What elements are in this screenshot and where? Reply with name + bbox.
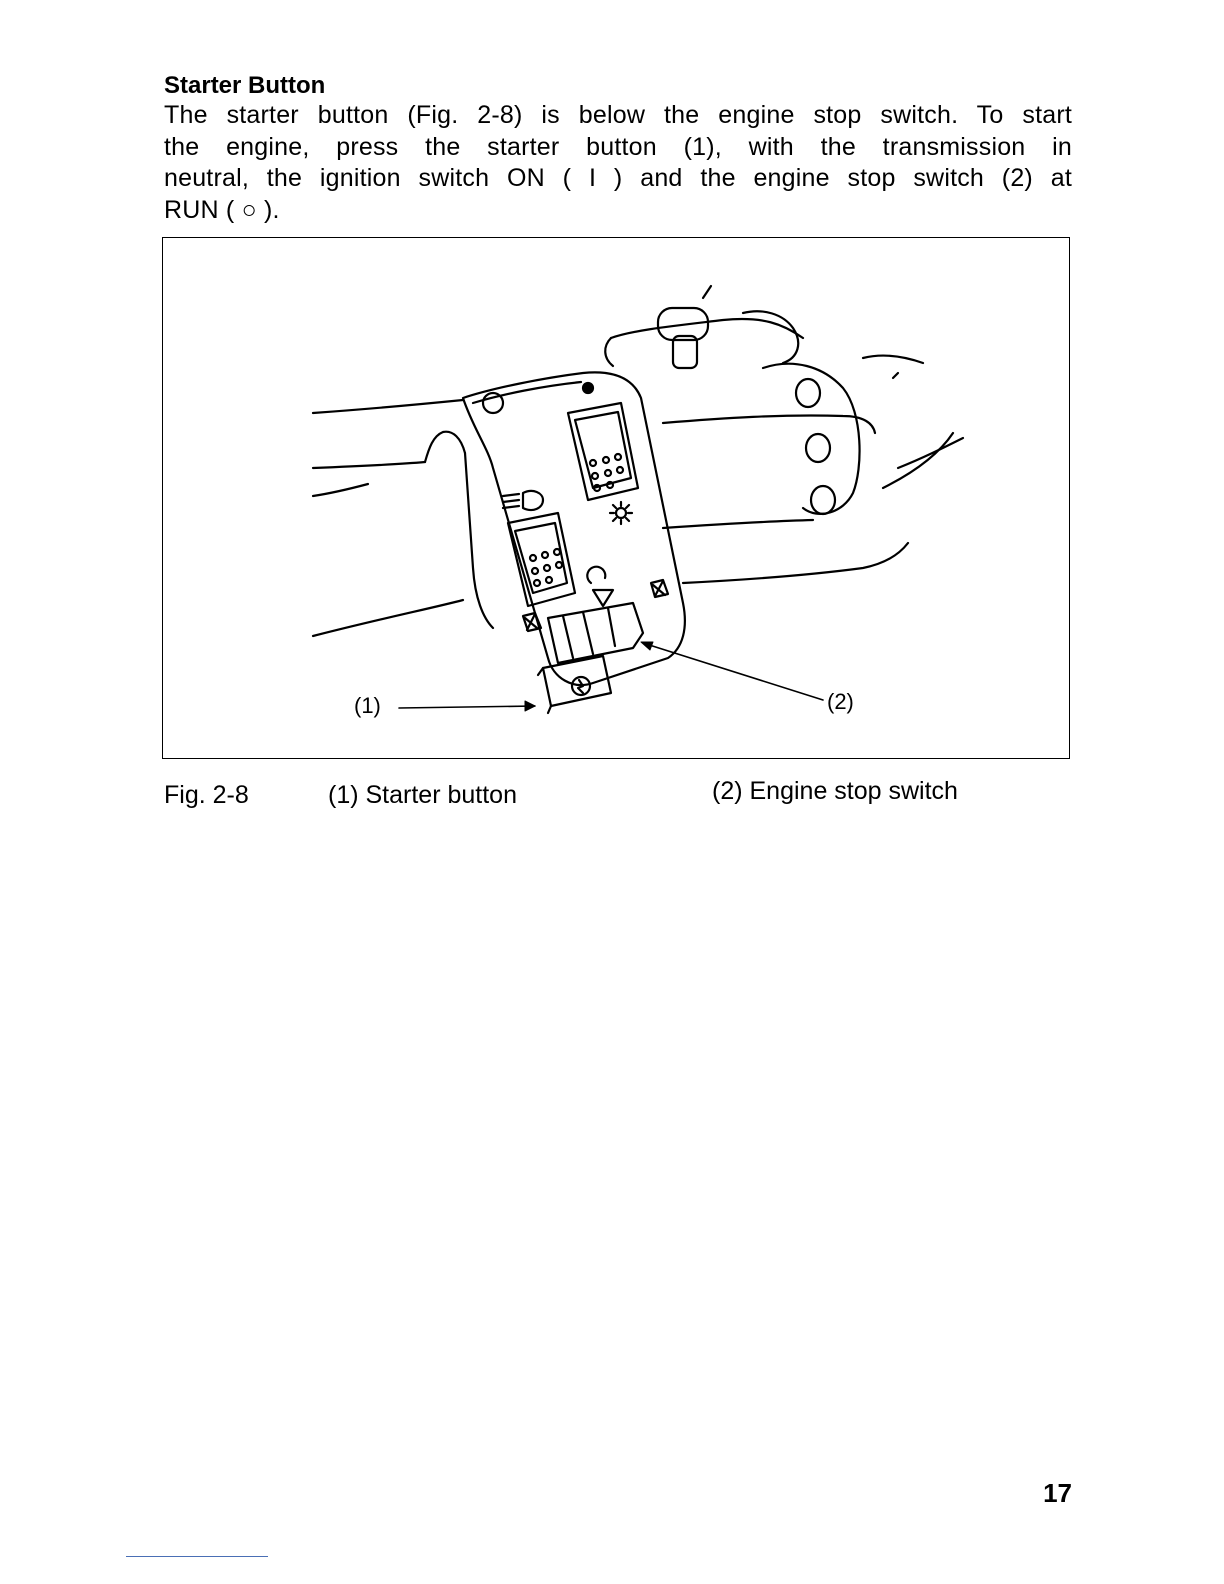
footer-rule — [126, 1556, 268, 1557]
page-number: 17 — [1043, 1478, 1072, 1509]
section-paragraph: The starter button (Fig. 2-8) is below t… — [164, 100, 1072, 226]
paragraph-line: The starter button (Fig. 2-8) is below t… — [164, 100, 1072, 132]
callout-starter-button: (1) — [354, 694, 381, 718]
paragraph-line: RUN ( ○ ). — [164, 195, 1072, 227]
figure-frame: (1) (2) — [162, 237, 1070, 759]
caption-item-engine-stop-switch: (2) Engine stop switch — [712, 776, 958, 806]
paragraph-line: neutral, the ignition switch ON ( I ) an… — [164, 163, 1072, 195]
figure-label: Fig. 2-8 — [164, 780, 249, 810]
caption-item-starter-button: (1) Starter button — [328, 780, 517, 810]
section-heading: Starter Button — [164, 72, 325, 100]
callout-engine-stop-switch: (2) — [827, 690, 854, 714]
handlebar-switch-illustration — [163, 238, 1069, 758]
paragraph-line: the engine, press the starter button (1)… — [164, 132, 1072, 164]
